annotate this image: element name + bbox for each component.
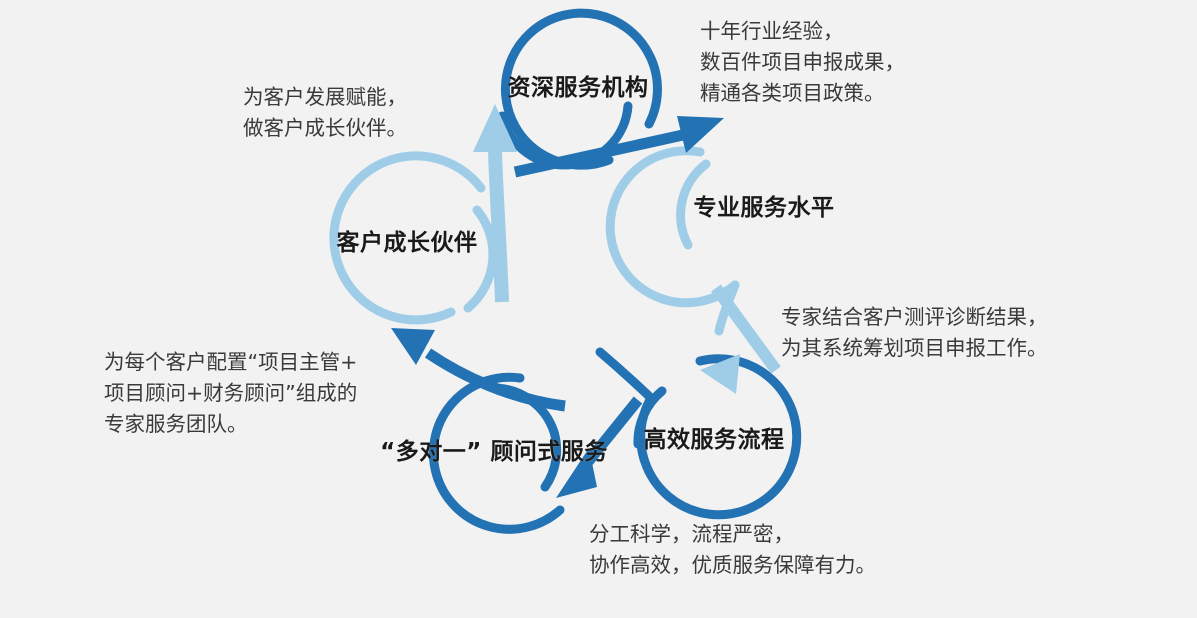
node-ring-professional-service [605, 146, 740, 336]
note-professional-service: 专家结合客户测评诊断结果， 为其系统筹划项目申报工作。 [781, 305, 1048, 361]
node-label-growth-partner: 客户成长伙伴 [336, 229, 478, 256]
note-senior-agency: 十年行业经验， 数百件项目申报成果， 精通各类项目政策。 [700, 19, 905, 106]
arrow-senior-to-professional [513, 116, 724, 178]
note-efficient-process: 分工科学，流程严密， 协作高效，优质服务保障有力。 [589, 522, 876, 578]
arrow-professional-to-process [700, 284, 781, 394]
note-growth-partner: 为客户发展赋能， 做客户成长伙伴。 [243, 85, 407, 141]
arrow-consulting-to-partner [391, 328, 566, 412]
node-ring-efficient-process [595, 347, 802, 520]
arrow-partner-to-senior [473, 104, 517, 303]
node-ring-growth-partner [329, 151, 498, 325]
node-label-professional-service: 专业服务水平 [693, 194, 835, 221]
note-many-to-one-consulting: 为每个客户配置“项目主管+ 项目顾问+财务顾问”组成的 专家服务团队。 [104, 350, 358, 437]
node-label-efficient-process: 高效服务流程 [643, 426, 785, 453]
node-label-senior-agency: 资深服务机构 [507, 74, 649, 101]
arrow-process-to-consulting [556, 396, 643, 498]
node-label-many-to-one-consulting: “多对一” 顾问式服务 [380, 438, 608, 465]
